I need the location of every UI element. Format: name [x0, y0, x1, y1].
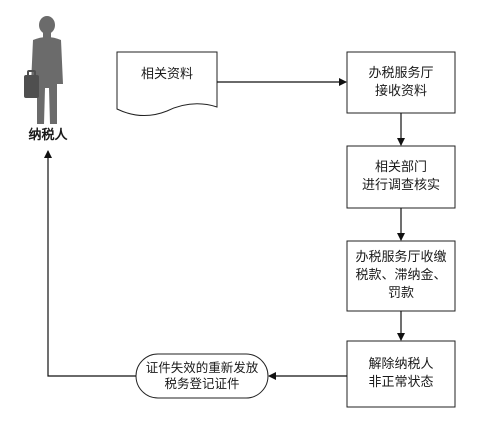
- investigate-box: [346, 145, 456, 209]
- arrow-reissue-to-taxpayer: [44, 150, 136, 377]
- reissue-cert-label: 证件失效的重新发放 税务登记证件: [145, 360, 259, 391]
- lift-status-box: [346, 340, 456, 408]
- materials-label: 相关资料: [140, 67, 193, 82]
- taxpayer-label: 纳税人: [28, 128, 68, 143]
- investigate-label: 相关部门 进行调查核实: [361, 160, 440, 193]
- lift-status-label: 解除纳税人 非正常状态: [368, 357, 434, 390]
- hall-receive-label: 办税服务厅 接收资料: [368, 65, 434, 99]
- collect-tax-label: 办税服务厅收缴 税款、滞纳金、 罚款: [355, 250, 447, 301]
- person-icon: [24, 16, 63, 124]
- materials-document-shape: [116, 51, 218, 116]
- collect-tax-box: [346, 240, 456, 312]
